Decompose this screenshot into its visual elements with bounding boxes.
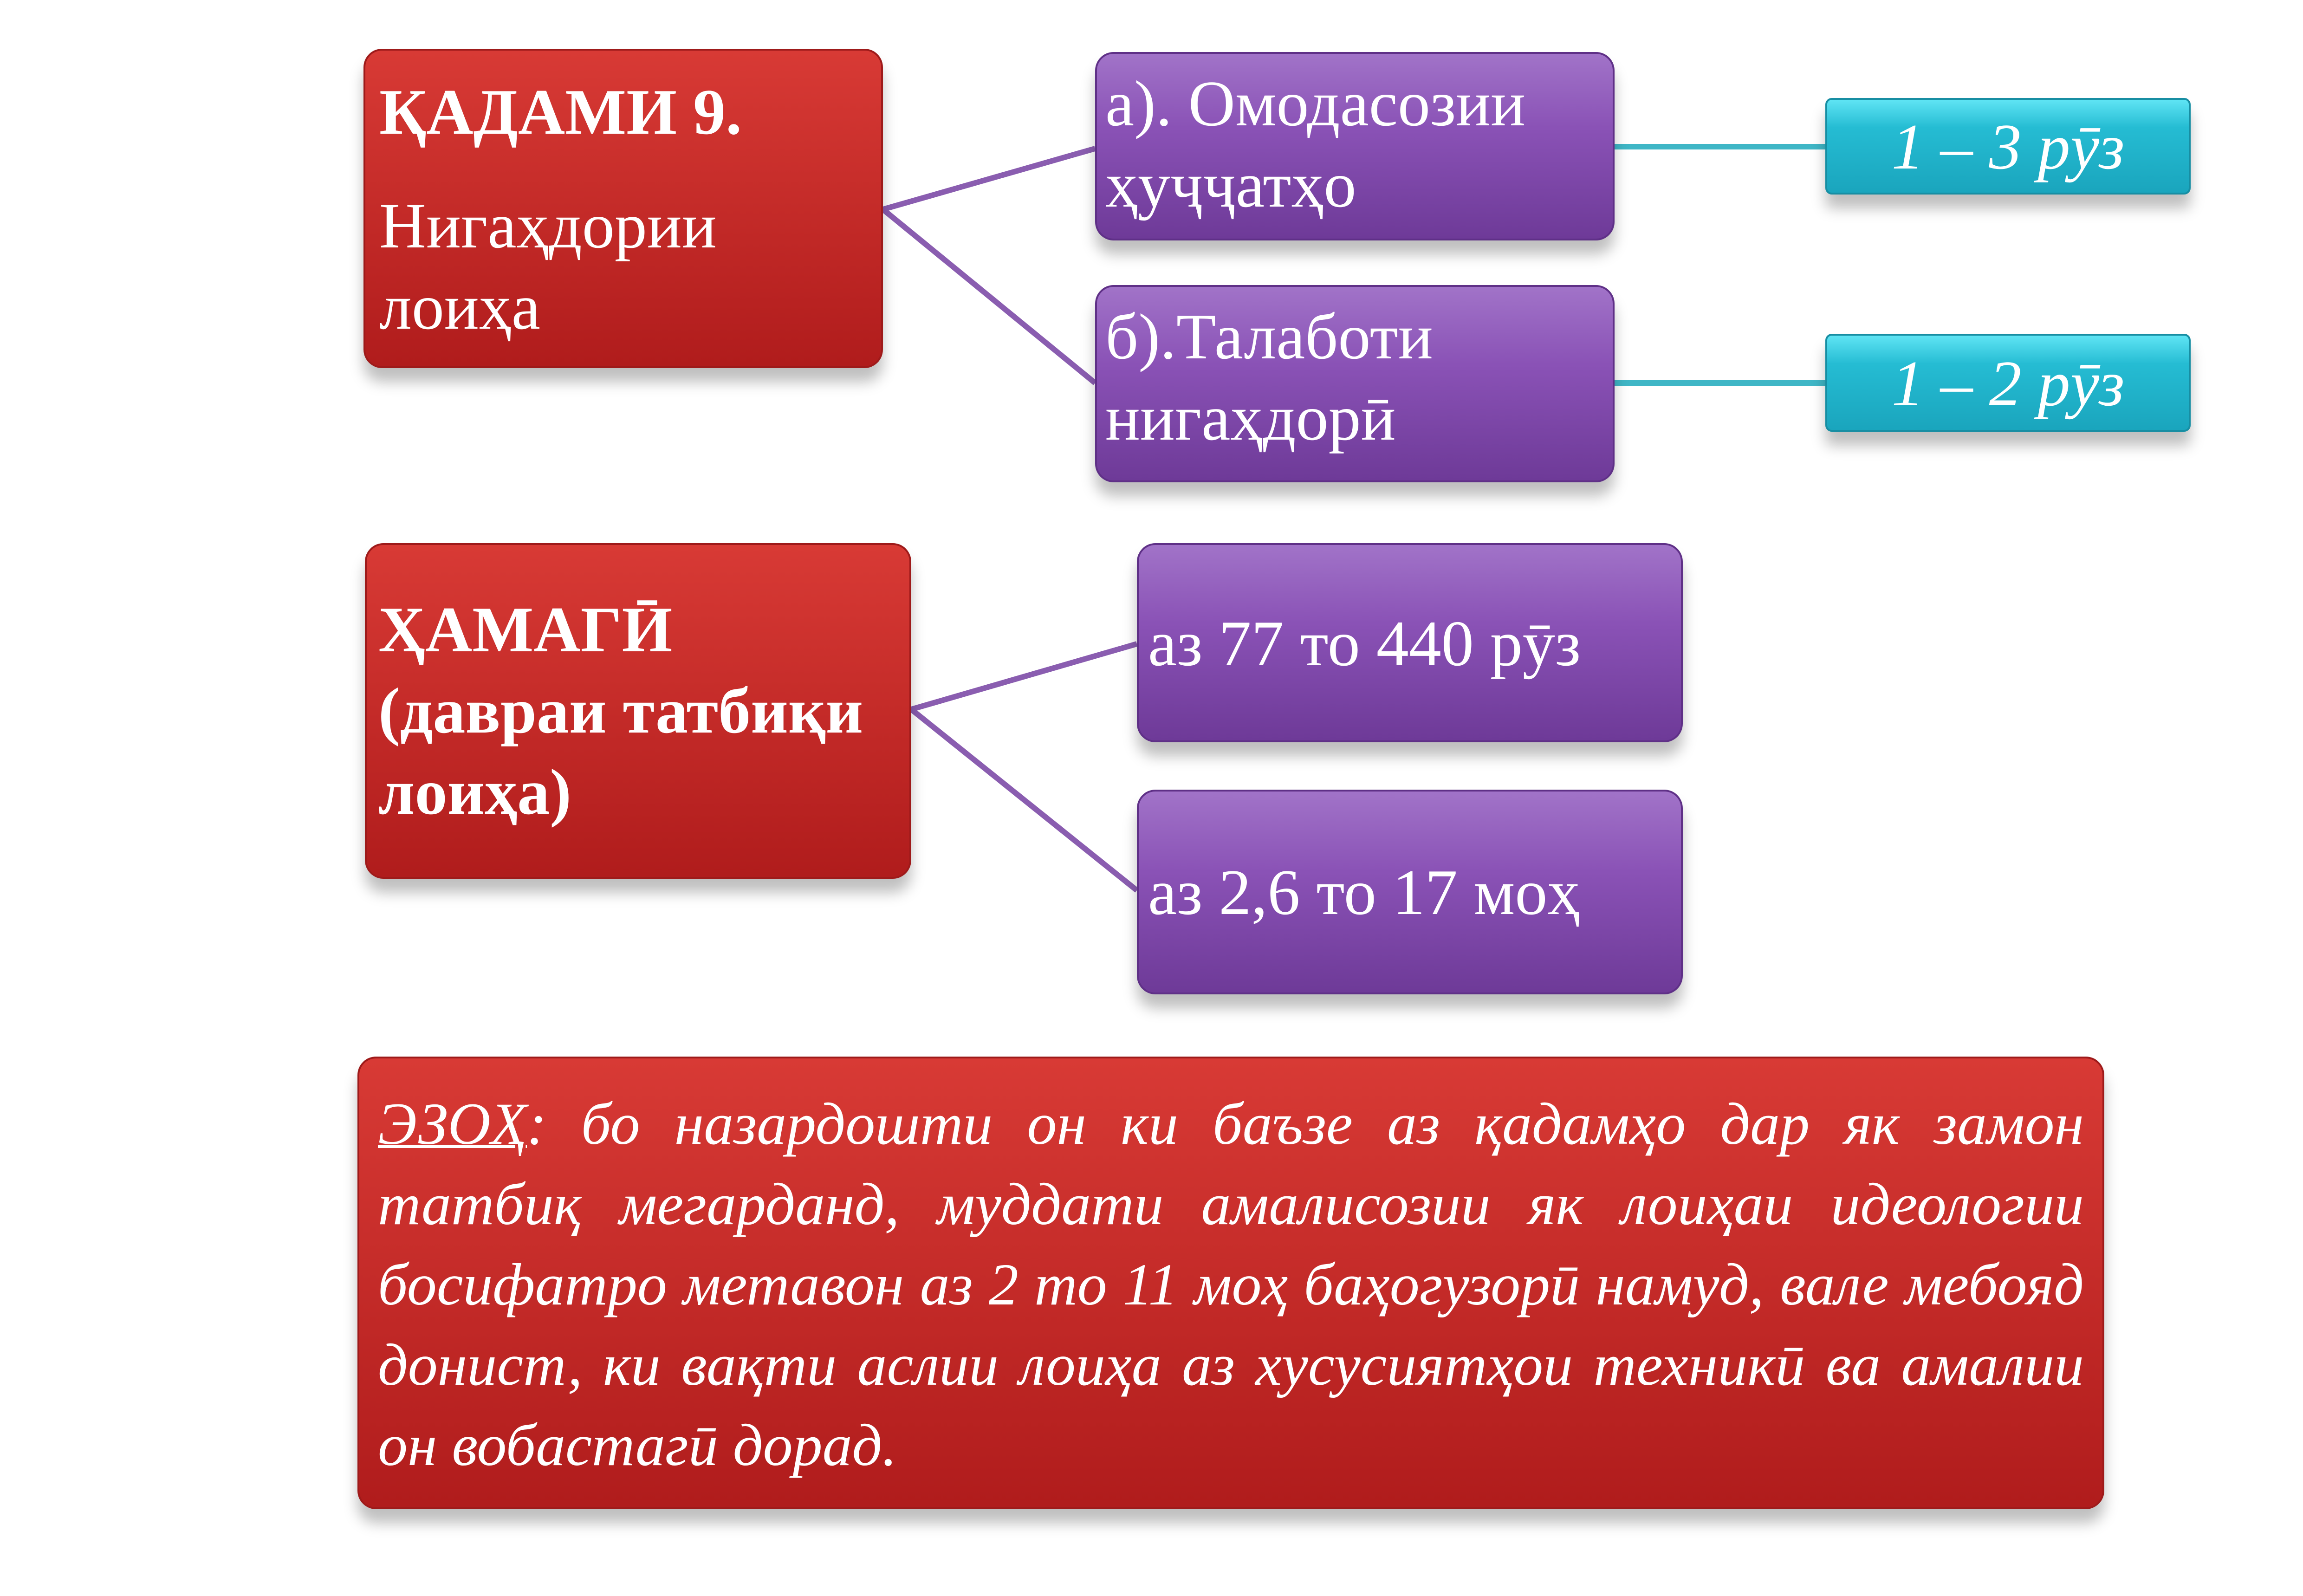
step-item-label: а). Омодасозии ҳуҷҷатҳо <box>1105 68 1526 221</box>
connector-step-a <box>877 146 1097 385</box>
total-title: ҲАМАГӢ <box>378 594 673 666</box>
duration-badge-1: 1 – 3 рӯз <box>1825 98 2191 195</box>
total-subtitle: (давраи татбиқи лоиҳа) <box>378 675 863 828</box>
duration-text: 1 – 3 рӯз <box>1891 111 2125 183</box>
step-item-b: б).Талаботи нигаҳдорӣ <box>1095 285 1615 482</box>
duration-text: 1 – 2 рӯз <box>1891 348 2125 420</box>
note-text: ЭЗОҲ: бо назардошти он ки баъзе аз қадам… <box>378 1084 2084 1486</box>
step-box: ҚАДАМИ 9. Нигаҳдории лоиҳа <box>363 49 883 368</box>
total-box: ҲАМАГӢ (давраи татбиқи лоиҳа) <box>365 543 911 879</box>
connector-total <box>905 641 1139 893</box>
total-item-days: аз 77 то 440 рӯз <box>1137 543 1683 742</box>
duration-badge-2: 1 – 2 рӯз <box>1825 334 2191 432</box>
note-box: ЭЗОҲ: бо назардошти он ки баъзе аз қадам… <box>357 1057 2104 1509</box>
total-item-months: аз 2,6 то 17 моҳ <box>1137 790 1683 994</box>
note-label: ЭЗОҲ <box>378 1091 527 1157</box>
total-item-text: аз 2,6 то 17 моҳ <box>1148 856 1580 928</box>
step-subtitle: Нигаҳдории лоиҳа <box>379 190 717 343</box>
step-item-a: а). Омодасозии ҳуҷҷатҳо <box>1095 52 1615 240</box>
step-title: ҚАДАМИ 9. <box>379 76 742 148</box>
total-item-text: аз 77 то 440 рӯз <box>1148 608 1581 680</box>
note-body: : бо назардошти он ки баъзе аз қадамҳо д… <box>378 1091 2084 1478</box>
step-item-label: б).Талаботи нигаҳдорӣ <box>1105 301 1433 454</box>
